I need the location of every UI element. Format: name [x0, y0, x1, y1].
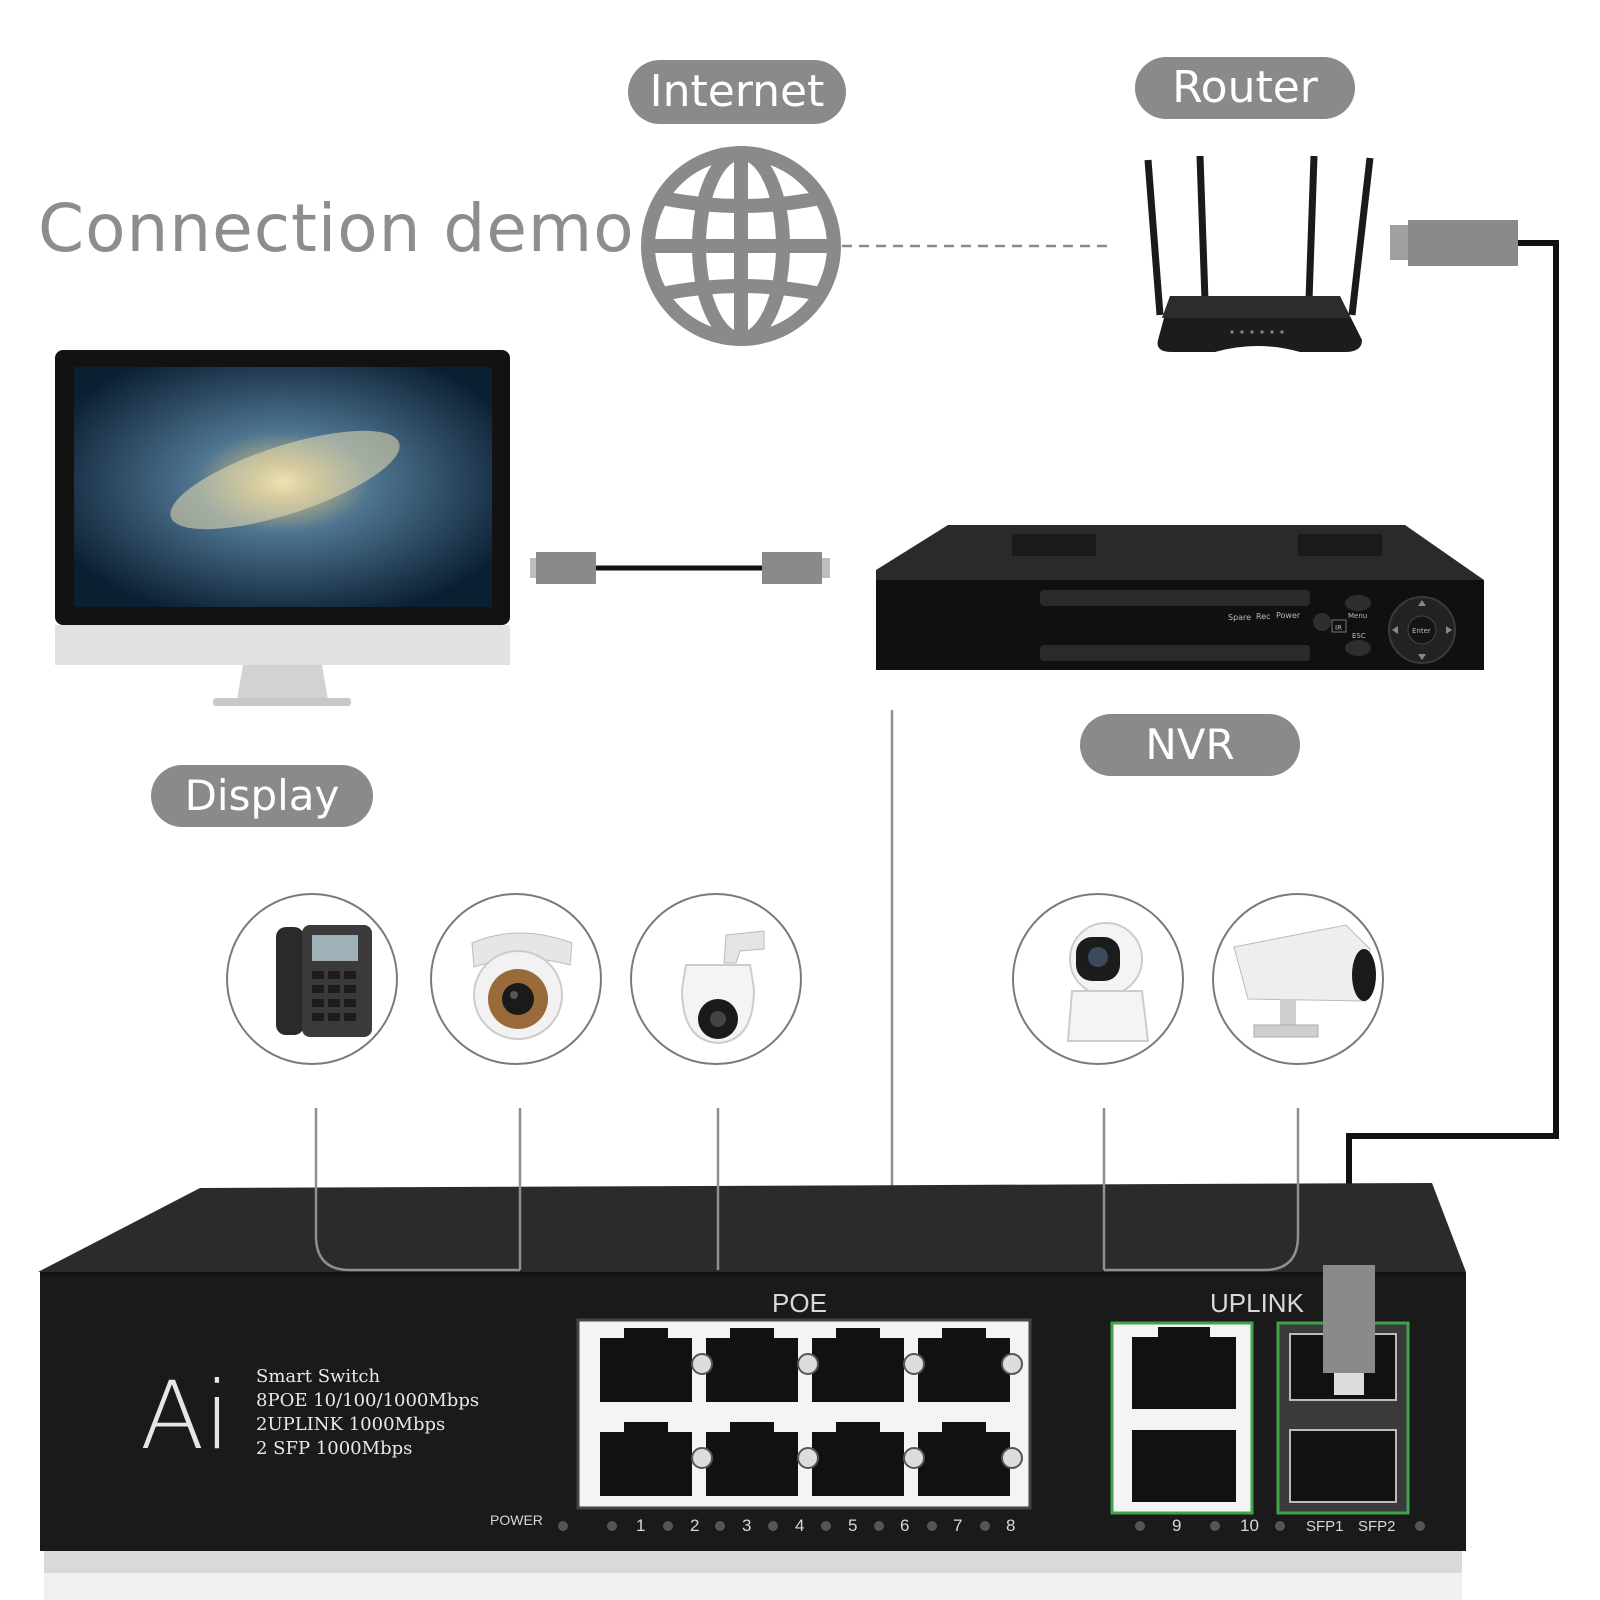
nvr-power-label: Power	[1276, 611, 1301, 620]
bullet-camera-icon	[1233, 924, 1376, 1038]
uplink-number-label: 10	[1240, 1516, 1259, 1535]
poe-port-6[interactable]	[797, 1422, 904, 1496]
status-led	[715, 1521, 725, 1531]
nvr-rec-label: Rec	[1256, 612, 1271, 621]
status-led	[874, 1521, 884, 1531]
poe-port-2[interactable]	[600, 1422, 692, 1496]
uplink-cable	[1346, 240, 1559, 1265]
ptz-camera-circle	[630, 893, 802, 1065]
sfp-label: SFP1	[1306, 1518, 1344, 1535]
status-leds	[558, 1521, 1425, 1531]
uplink-port-9[interactable]	[1132, 1327, 1236, 1409]
internet-label: Internet	[628, 60, 846, 124]
nvr-spare-label: Spare	[1228, 613, 1251, 622]
nvr-label: NVR	[1080, 714, 1300, 776]
power-label: POWER	[490, 1512, 543, 1528]
indoor-camera-circle	[1012, 893, 1184, 1065]
switch-logo: Ai	[140, 1362, 231, 1471]
port-number-label: 6	[900, 1516, 910, 1535]
nvr-menu-label: Menu	[1348, 612, 1367, 620]
router-label: Router	[1135, 57, 1355, 119]
sfp-port-2[interactable]	[1289, 1429, 1397, 1503]
poe-ports	[600, 1328, 1023, 1496]
uplink-number-label: 9	[1172, 1516, 1182, 1535]
bullet-camera-circle	[1212, 893, 1384, 1065]
status-led	[558, 1521, 568, 1531]
port-number-label: 4	[795, 1516, 805, 1535]
poe-port-1[interactable]	[600, 1328, 692, 1402]
globe-icon	[641, 146, 841, 346]
nvr-esc-label: ESC	[1352, 632, 1366, 640]
status-led	[1210, 1521, 1220, 1531]
port-number-label: 5	[848, 1516, 858, 1535]
status-led	[1415, 1521, 1425, 1531]
sfp-plug	[1323, 1265, 1375, 1373]
router-plug	[1390, 225, 1408, 260]
status-led	[1135, 1521, 1145, 1531]
status-led	[927, 1521, 937, 1531]
indoor-camera-icon	[1066, 922, 1150, 1042]
poe-port-3[interactable]	[691, 1328, 798, 1402]
uplink-port-10[interactable]	[1132, 1430, 1236, 1502]
uplink-label: UPLINK	[1210, 1288, 1304, 1318]
port-number-label: 3	[742, 1516, 752, 1535]
spec-line: 2 SFP 1000Mbps	[256, 1438, 413, 1459]
switch-spec-lines: Smart Switch 8POE 10/100/1000Mbps 2UPLIN…	[256, 1365, 479, 1461]
status-led	[980, 1521, 990, 1531]
ip-phone-circle	[226, 893, 398, 1065]
port-led	[1001, 1353, 1023, 1375]
router-icon	[1144, 155, 1374, 352]
status-led	[663, 1521, 673, 1531]
dome-camera-icon	[471, 932, 573, 1040]
device-link-lines	[314, 1108, 1300, 1272]
port-number-label: 7	[953, 1516, 963, 1535]
port-number-label: 8	[1006, 1516, 1016, 1535]
port-number-label: 2	[690, 1516, 700, 1535]
port-number-label: 1	[636, 1516, 646, 1535]
poe-port-5[interactable]	[797, 1328, 904, 1402]
port-led	[1001, 1447, 1023, 1469]
display-nvr-cable	[530, 552, 830, 584]
status-led	[607, 1521, 617, 1531]
status-led	[768, 1521, 778, 1531]
poe-port-7[interactable]	[903, 1328, 1010, 1402]
nvr-icon: Spare Rec Power Menu ESC IR Enter	[876, 525, 1484, 670]
nvr-enter-label: Enter	[1412, 627, 1431, 635]
ip-phone-icon	[276, 925, 372, 1037]
sfp-label: SFP2	[1358, 1518, 1396, 1535]
dome-camera-circle	[430, 893, 602, 1065]
status-led	[1275, 1521, 1285, 1531]
diagram-title: Connection demo	[38, 190, 635, 267]
nvr-ir-label: IR	[1335, 624, 1342, 632]
poe-label: POE	[772, 1288, 827, 1318]
spec-line: Smart Switch	[256, 1366, 381, 1387]
status-led	[821, 1521, 831, 1531]
ptz-camera-icon	[680, 930, 765, 1045]
spec-line: 8POE 10/100/1000Mbps	[256, 1390, 480, 1411]
monitor-icon	[55, 350, 510, 706]
poe-port-4[interactable]	[691, 1422, 798, 1496]
display-label: Display	[151, 765, 373, 827]
spec-line: 2UPLINK 1000Mbps	[256, 1414, 446, 1435]
poe-port-8[interactable]	[903, 1422, 1010, 1496]
